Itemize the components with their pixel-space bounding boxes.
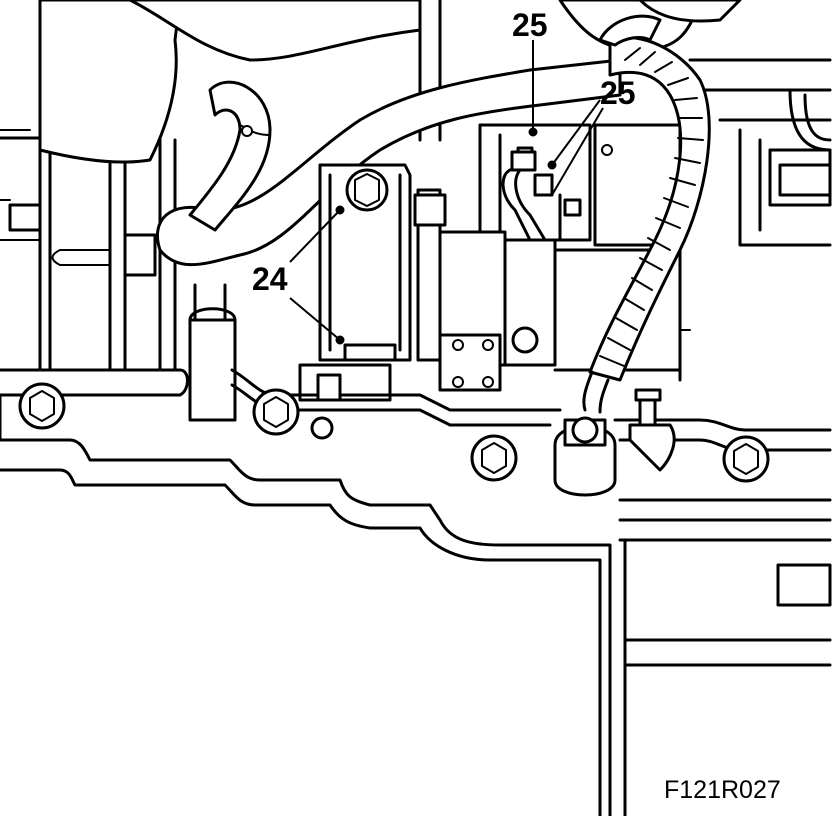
upper-housing-outlines bbox=[0, 0, 832, 247]
leader-24-upper bbox=[289, 209, 341, 263]
figure-reference-code: F121R027 bbox=[664, 776, 781, 804]
callout-leaders bbox=[289, 40, 604, 345]
sensor-block bbox=[478, 123, 682, 247]
oil-pan-flange bbox=[0, 363, 832, 816]
bolt-2 bbox=[252, 388, 300, 436]
callout-24: 24 bbox=[252, 261, 288, 297]
left-side-bracket bbox=[0, 128, 177, 372]
valve-body-plate bbox=[318, 163, 447, 362]
bolt-3 bbox=[470, 434, 518, 482]
callout-25-top: 25 bbox=[512, 7, 548, 43]
dowel-pin bbox=[310, 416, 334, 440]
bolt-4 bbox=[722, 435, 770, 483]
solenoid-housing bbox=[438, 230, 691, 392]
speed-sensor bbox=[553, 388, 676, 497]
bolt-1 bbox=[18, 382, 66, 430]
leader-24-upper-dot bbox=[335, 205, 345, 215]
leader-24-lower bbox=[289, 297, 341, 341]
wiring-harness bbox=[582, 14, 711, 414]
callout-25-right: 25 bbox=[600, 75, 636, 111]
leader-25-right-lower bbox=[551, 107, 604, 196]
leader-25-right-upper-dot bbox=[547, 160, 557, 170]
flange-bolts bbox=[18, 382, 770, 483]
leader-25-top-dot bbox=[528, 127, 538, 137]
leader-25-right-upper bbox=[551, 99, 601, 166]
leader-24-lower-dot bbox=[335, 335, 345, 345]
